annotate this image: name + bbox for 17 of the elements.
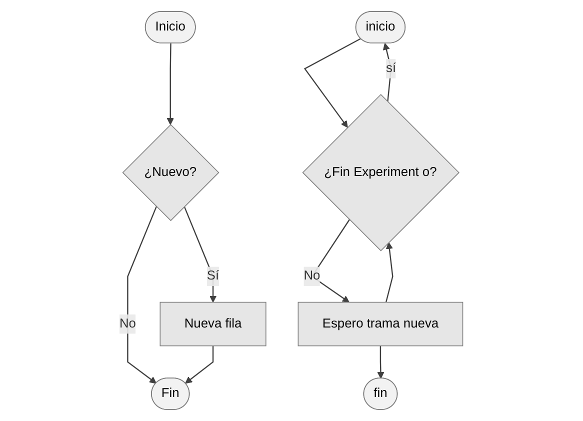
arrow bbox=[378, 346, 385, 379]
arrow bbox=[304, 38, 362, 128]
edge-label: Sí bbox=[207, 269, 220, 283]
edge-label: No bbox=[120, 316, 136, 330]
node-box bbox=[160, 302, 267, 346]
arrow bbox=[128, 206, 158, 384]
edge-label: No bbox=[304, 269, 321, 283]
node-diamond bbox=[122, 124, 220, 222]
arrow bbox=[185, 346, 214, 384]
node-diamond bbox=[302, 94, 460, 252]
arrow bbox=[184, 206, 217, 303]
edge-label: sí bbox=[386, 61, 396, 76]
arrow bbox=[386, 242, 394, 302]
flowchart-diagram: Sí No sí No Inicio ¿Nuevo? Nueva fila Fin inicio ¿Fin Experiment o? Espero trama nueva fin bbox=[113, 5, 470, 416]
node-box bbox=[298, 302, 464, 346]
arrow bbox=[383, 42, 392, 102]
arrow bbox=[167, 43, 174, 125]
